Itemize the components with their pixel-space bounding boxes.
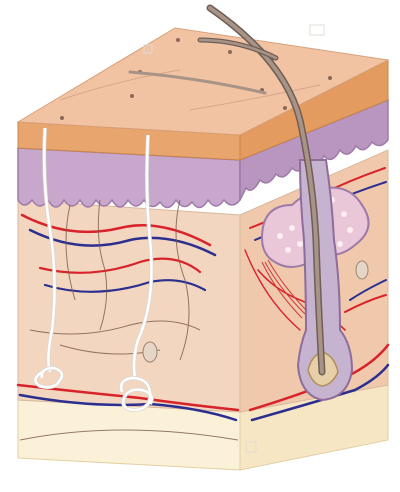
skin-block-svg [0, 0, 400, 492]
skin-cross-section-diagram [0, 0, 400, 492]
